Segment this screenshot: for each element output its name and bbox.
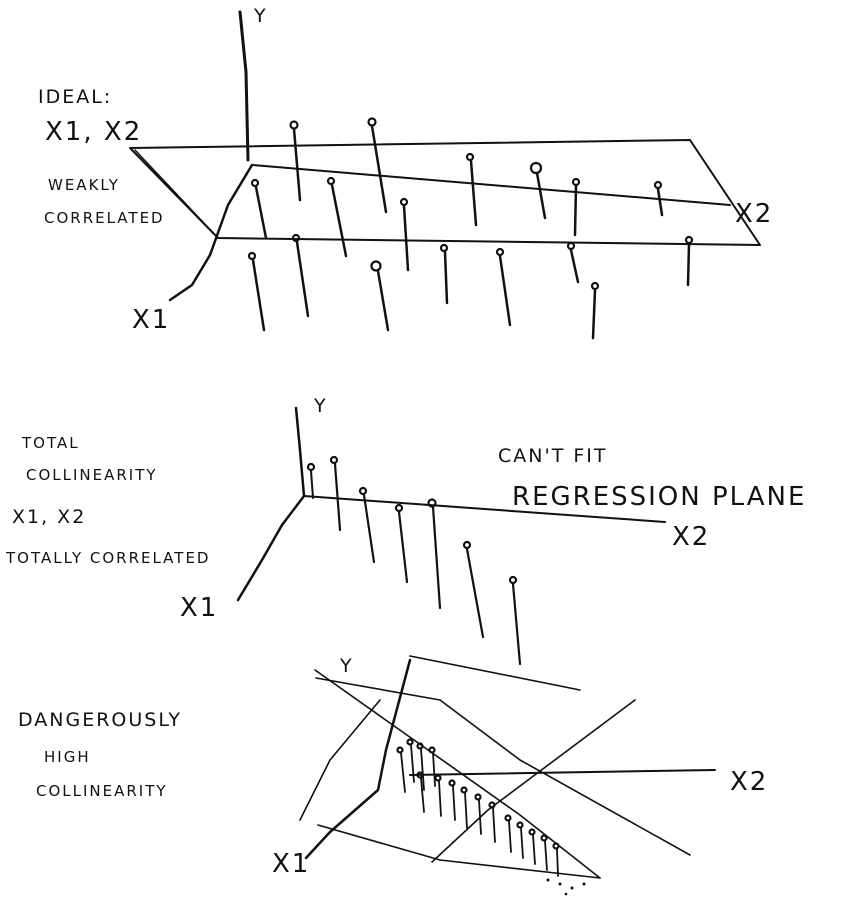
data-point <box>399 197 410 272</box>
data-point <box>329 455 342 532</box>
data-point <box>416 771 425 813</box>
data-point <box>367 117 388 214</box>
panel-high-caption: DANGEROUSLY HIGH COLLINEARITY <box>18 709 182 800</box>
ideal-data-points <box>247 117 694 340</box>
caption-line-4: CORRELATED <box>44 209 165 227</box>
y-axis-label: Y <box>313 395 328 417</box>
caption-line-2: HIGH <box>44 748 91 766</box>
note-line-2: REGRESSION PLANE <box>512 482 806 512</box>
data-point <box>370 260 390 332</box>
scatter-dots <box>546 878 586 896</box>
caption-line-1: TOTAL <box>21 434 80 452</box>
y-axis-label: Y <box>339 655 354 677</box>
x2-axis-label: X2 <box>730 767 768 797</box>
total-data-points <box>306 455 522 666</box>
data-point <box>516 821 524 859</box>
data-point <box>250 178 268 240</box>
data-point <box>465 152 478 227</box>
data-point <box>358 486 376 564</box>
panel-high: DANGEROUSLY HIGH COLLINEARITY Y X1 X2 <box>18 655 768 896</box>
x1-axis <box>168 163 254 302</box>
data-point <box>291 233 310 318</box>
x1-axis-label: X1 <box>180 593 218 623</box>
data-point <box>396 746 406 793</box>
caption-line-2: COLLINEARITY <box>26 466 158 484</box>
data-point <box>462 540 485 639</box>
high-axes <box>304 658 716 860</box>
ideal-axes <box>168 10 731 302</box>
caption-line-1: IDEAL: <box>38 86 112 108</box>
data-point <box>434 774 442 817</box>
data-point <box>552 842 560 877</box>
data-point <box>460 786 468 829</box>
data-point <box>394 503 409 584</box>
caption-line-3: COLLINEARITY <box>36 782 168 800</box>
high-data-points <box>396 738 586 896</box>
data-point <box>406 738 415 783</box>
x2-axis-label: X2 <box>735 199 773 229</box>
caption-line-3: WEAKLY <box>48 176 120 194</box>
data-point <box>448 779 456 821</box>
data-point <box>474 793 482 835</box>
data-point <box>571 177 581 237</box>
data-point <box>684 235 694 287</box>
data-point <box>653 180 664 217</box>
caption-line-4: TOTALLY CORRELATED <box>5 549 210 567</box>
data-point <box>488 801 496 843</box>
panel-total-caption: TOTAL COLLINEARITY X1, X2 TOTALLY CORREL… <box>5 434 210 567</box>
data-point <box>306 462 316 499</box>
tilted-planes <box>299 655 691 879</box>
data-point <box>504 814 512 853</box>
x1-axis-label: X1 <box>132 305 170 335</box>
caption-line-2: X1, X2 <box>45 117 142 147</box>
x1-axis <box>236 494 306 602</box>
x2-axis <box>409 769 716 776</box>
regression-plane <box>129 139 761 246</box>
y-axis-label: Y <box>253 5 268 27</box>
data-point <box>428 746 436 787</box>
x1-axis-label: X1 <box>272 849 310 879</box>
panel-total: TOTAL COLLINEARITY X1, X2 TOTALLY CORREL… <box>5 395 806 666</box>
data-point <box>247 251 266 332</box>
data-point <box>416 742 425 791</box>
x2-axis <box>251 164 731 206</box>
data-point <box>540 834 548 871</box>
caption-line-1: DANGEROUSLY <box>18 709 182 731</box>
data-point <box>439 243 449 305</box>
data-point <box>590 281 600 340</box>
data-point <box>289 120 302 202</box>
note-line-1: CAN'T FIT <box>498 445 607 467</box>
data-point <box>566 241 580 284</box>
data-point <box>427 498 442 610</box>
y-axis <box>294 406 306 498</box>
panel-ideal: IDEAL: X1, X2 WEAKLY CORRELATED Y X1 X2 <box>38 5 773 340</box>
data-point <box>528 828 536 865</box>
panel-ideal-caption: IDEAL: X1, X2 WEAKLY CORRELATED <box>38 86 165 227</box>
data-point <box>529 161 547 220</box>
data-point <box>495 247 512 327</box>
data-point <box>326 176 348 258</box>
caption-line-3: X1, X2 <box>12 506 86 528</box>
x2-axis-label: X2 <box>672 522 710 552</box>
y-and-x1-axes <box>304 658 412 860</box>
data-point <box>508 575 522 666</box>
total-note: CAN'T FIT REGRESSION PLANE <box>498 445 806 512</box>
y-axis <box>238 10 250 162</box>
